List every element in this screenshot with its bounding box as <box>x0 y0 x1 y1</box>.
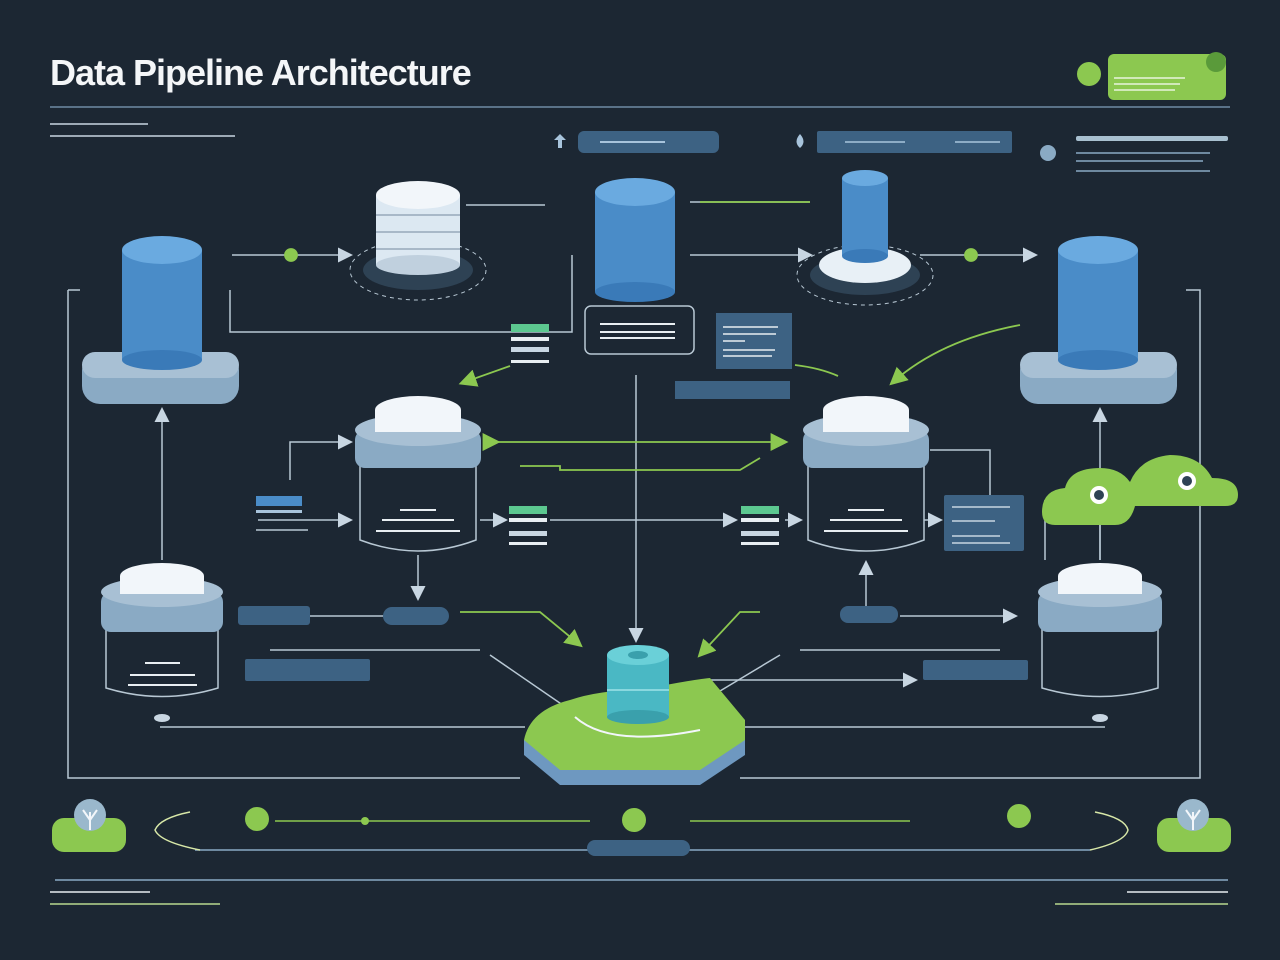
source-db-left[interactable] <box>82 236 239 404</box>
process-db-mid-right[interactable] <box>803 396 929 552</box>
label-lower-right-b[interactable] <box>923 660 1028 680</box>
ingest-db-top-left[interactable] <box>349 181 487 301</box>
db-lower-right[interactable] <box>1038 563 1162 722</box>
info-bar-left[interactable] <box>554 131 719 153</box>
leaf-icon <box>1007 804 1031 828</box>
db-lower-left[interactable] <box>101 563 223 722</box>
table-card-left[interactable] <box>511 324 549 363</box>
panel-center-top[interactable] <box>584 305 695 355</box>
droplet-icon <box>796 134 804 148</box>
status-card <box>1108 54 1226 100</box>
process-db-mid-left[interactable] <box>355 396 481 552</box>
table-card-mid-right[interactable] <box>741 506 779 545</box>
label-queue[interactable] <box>675 381 790 399</box>
page-title: Data Pipeline Architecture <box>50 52 472 93</box>
data-flows <box>284 201 1021 658</box>
cloud-upload-icon-right[interactable] <box>1157 799 1231 852</box>
label-timeline[interactable] <box>587 840 690 856</box>
details-card-right[interactable] <box>944 495 1024 551</box>
label-lower-right-a[interactable] <box>840 606 898 623</box>
cloud-upload-icon-left[interactable] <box>52 799 126 852</box>
upload-icon <box>554 134 566 148</box>
input-card-left[interactable] <box>256 496 308 531</box>
status-note[interactable] <box>1077 52 1226 100</box>
info-bar-right[interactable] <box>796 131 1013 153</box>
lightbulb-icon <box>622 808 646 832</box>
cloud-service[interactable] <box>1042 455 1238 525</box>
step-icon <box>245 807 269 831</box>
panel-center-right[interactable] <box>716 313 792 369</box>
label-lower-left-c[interactable] <box>245 659 370 681</box>
label-lower-left-b[interactable] <box>383 607 449 625</box>
storage-db-top-right[interactable] <box>796 170 934 306</box>
central-warehouse[interactable] <box>524 645 745 785</box>
legend-block <box>1040 136 1228 172</box>
source-db-right[interactable] <box>1020 236 1177 404</box>
info-icon <box>1040 145 1056 161</box>
status-indicator-icon <box>1077 62 1101 86</box>
connections <box>67 201 1201 779</box>
storage-db-top-center[interactable] <box>595 178 675 302</box>
label-lower-left-a[interactable] <box>238 606 310 625</box>
table-card-mid-left[interactable] <box>509 506 547 545</box>
bottom-timeline <box>50 804 1228 905</box>
leaf-icon <box>1206 52 1226 72</box>
